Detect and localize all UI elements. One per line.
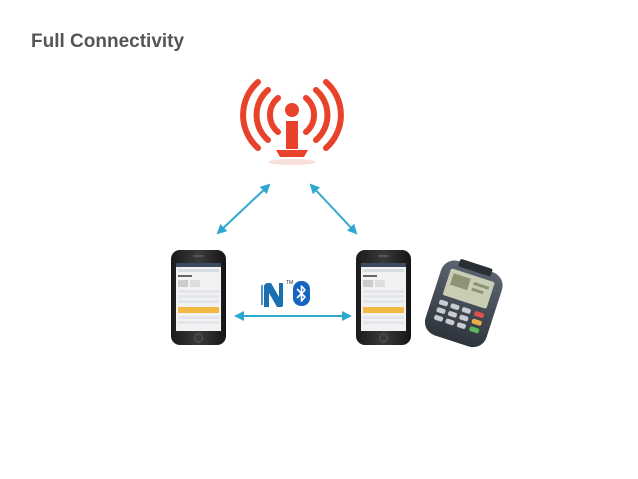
smartphone-icon <box>171 250 226 345</box>
arrow-tower-right-phone <box>309 183 358 235</box>
bluetooth-icon <box>293 281 310 306</box>
card-payment-terminal-icon <box>424 259 503 348</box>
slide-title: Full Connectivity <box>31 31 185 52</box>
smartphone-icon <box>356 250 411 345</box>
wireless-info-tower-icon <box>240 79 344 165</box>
arrow-tower-left-phone <box>216 183 271 235</box>
nfc-n-mark-icon <box>261 283 283 307</box>
nfc-trademark-label: TM <box>286 280 294 286</box>
